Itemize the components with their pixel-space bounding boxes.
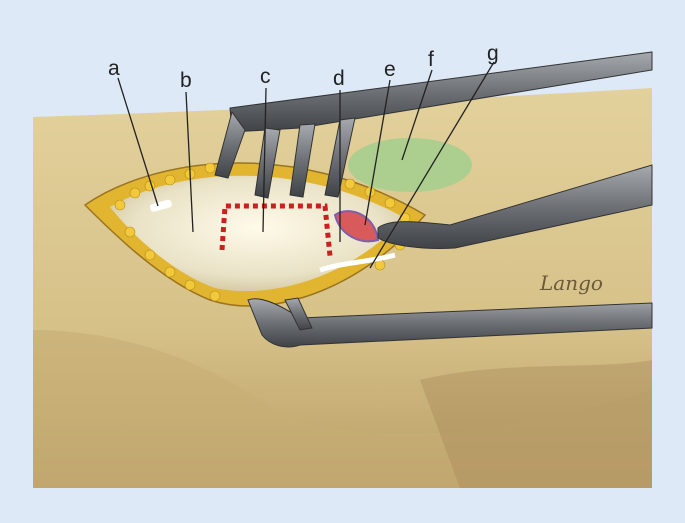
leader-lines (117, 61, 495, 269)
green-zone (348, 138, 472, 192)
label-a: a (108, 57, 120, 80)
resection-outline (219, 203, 333, 257)
label-b: b (180, 69, 192, 92)
bottom-retractor (247, 297, 653, 348)
label-f: f (428, 48, 434, 71)
label-e: e (384, 58, 396, 81)
label-g: g (487, 42, 499, 65)
artist-signature: Lango (539, 271, 603, 295)
label-c: c (260, 65, 271, 88)
label-d: d (333, 67, 345, 90)
